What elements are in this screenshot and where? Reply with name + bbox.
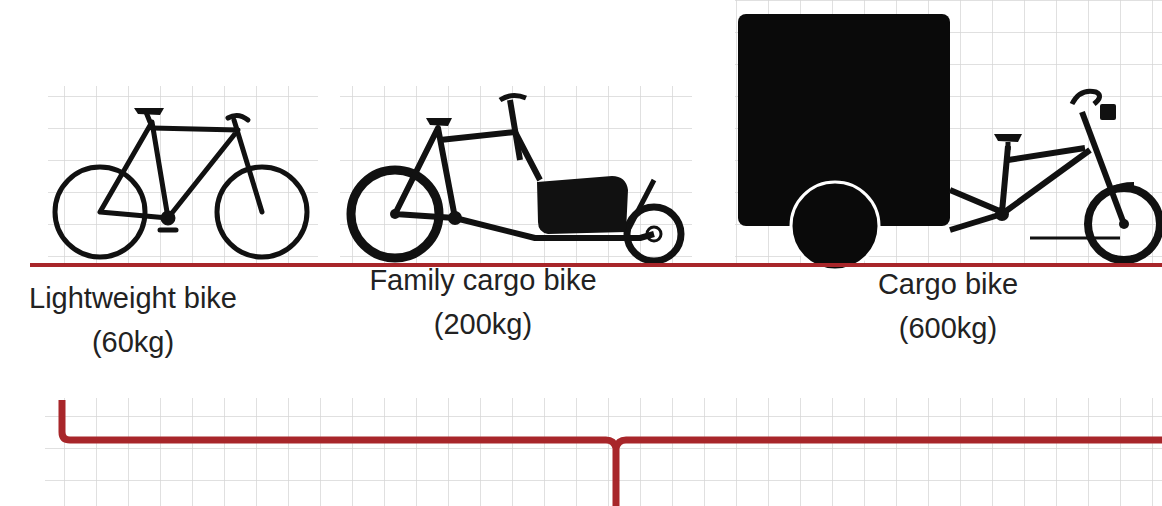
bike-frame: [950, 146, 1008, 212]
grid-panel: [340, 86, 692, 265]
seat-post: [1006, 142, 1011, 150]
bike-fork: [626, 180, 654, 234]
crank: [448, 211, 462, 225]
bike-frame: [100, 122, 168, 218]
family-cargo-bike: [351, 95, 681, 261]
steerer: [510, 100, 520, 160]
saddle: [426, 118, 452, 126]
heavy-cargo-bike: [738, 14, 1160, 270]
handlebar: [1072, 91, 1100, 104]
bike-frame: [950, 150, 1090, 230]
lightweight-bike: [55, 112, 307, 257]
grid-panel: [45, 398, 1162, 506]
bike-label: Cargo bike (600kg): [853, 262, 1043, 350]
bike-fork: [1082, 112, 1124, 224]
headlamp: [1100, 104, 1116, 120]
crank: [163, 213, 173, 223]
bike-fork: [234, 120, 262, 212]
handlebar: [228, 115, 248, 120]
cargo-box: [537, 176, 628, 234]
bike-label: Family cargo bike (200kg): [348, 258, 618, 346]
saddle: [994, 134, 1022, 142]
bike-frame: [152, 128, 238, 218]
grid-panel: [48, 86, 318, 265]
pedal: [160, 228, 176, 233]
bike-frame: [440, 132, 540, 180]
range-bracket: [62, 400, 1162, 506]
chain-stay: [1030, 237, 1120, 240]
bike-frame: [1008, 148, 1085, 160]
saddle: [134, 108, 164, 115]
bike-label: Lightweight bike (60kg): [8, 276, 258, 364]
crank: [995, 207, 1009, 221]
handlebar: [500, 95, 526, 100]
trailer-wheel: [791, 182, 879, 270]
